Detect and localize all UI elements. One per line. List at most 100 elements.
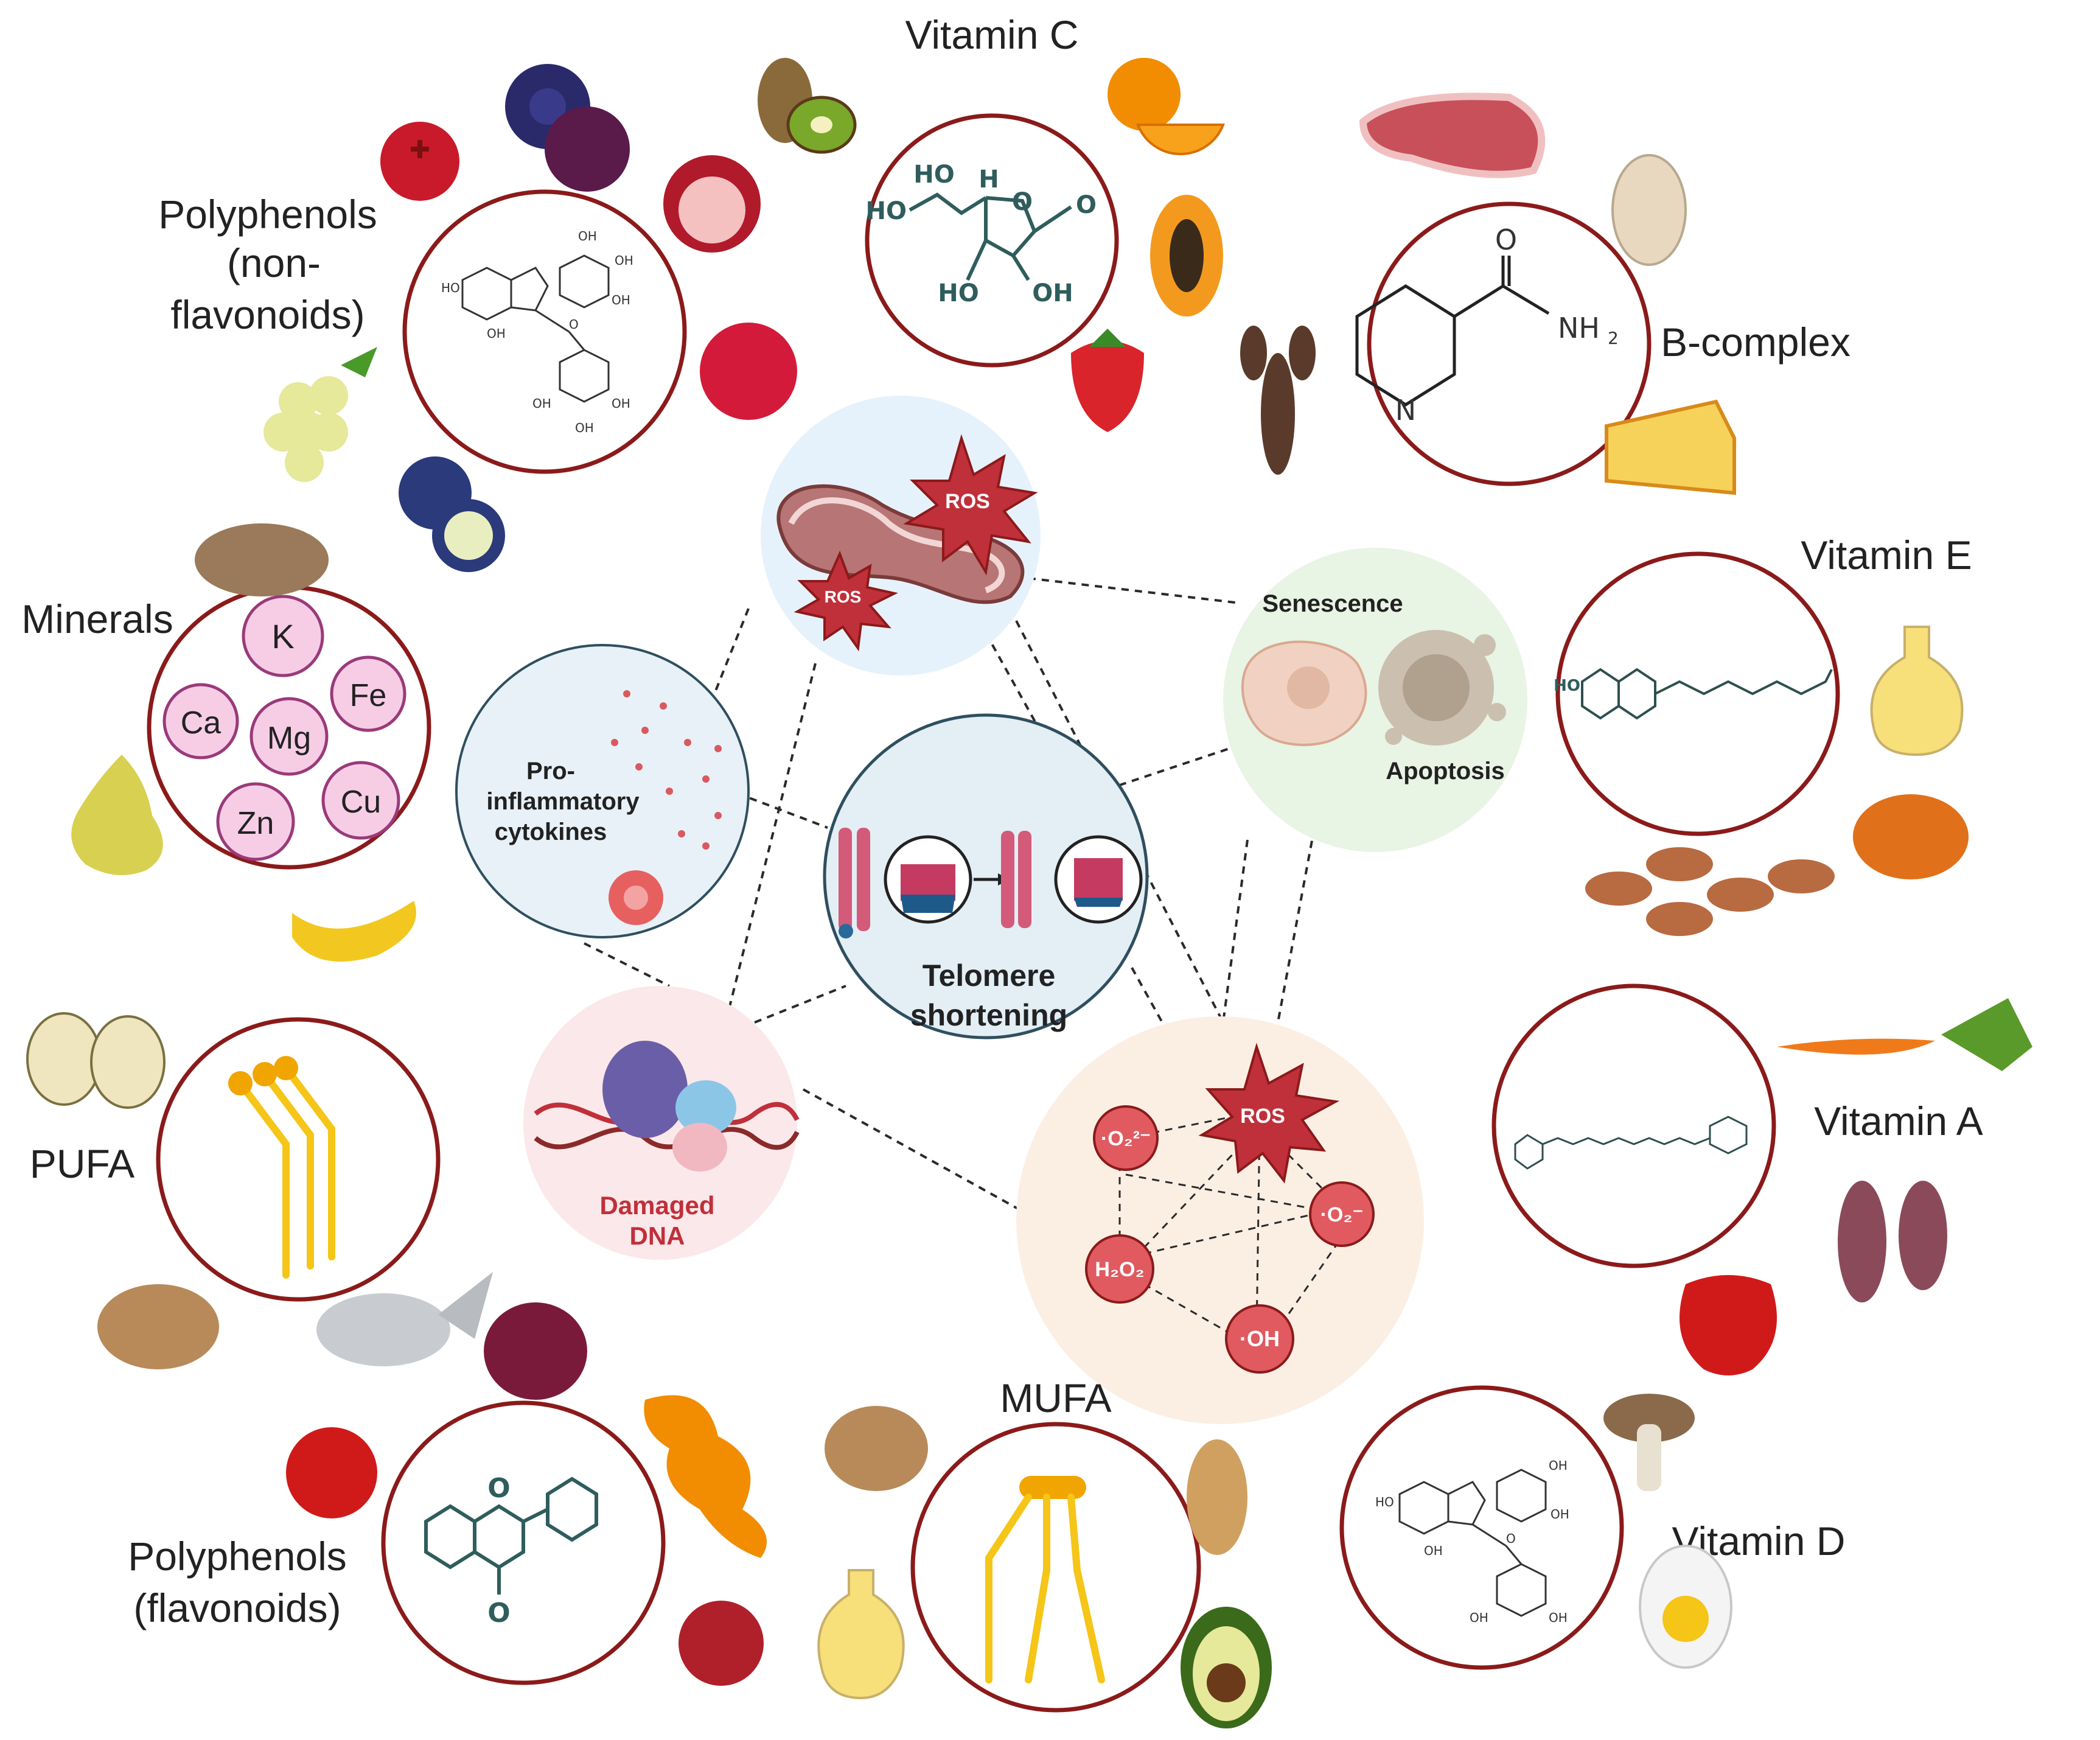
chem-label: HO <box>1554 677 1580 695</box>
peanut-icon <box>1187 1439 1247 1555</box>
hydroxyl-label: ·OH <box>1240 1326 1280 1351</box>
vitamin-e-title: Vitamin E <box>1801 533 1972 578</box>
onion-icon <box>484 1302 587 1400</box>
fish-icon <box>316 1272 493 1366</box>
pufa-node <box>156 1017 441 1302</box>
cranberry-icon <box>380 122 459 201</box>
bell-pepper-icon <box>1680 1275 1777 1375</box>
chem-label: HO <box>866 197 907 225</box>
telomere-node: Telomere shortening <box>823 713 1149 1039</box>
chem-label: O <box>487 1473 510 1504</box>
orange-icon <box>1108 58 1225 156</box>
food-illustrations <box>26 58 2032 1728</box>
mufa-title: MUFA <box>1000 1375 1111 1420</box>
blueberry-icon <box>505 64 630 192</box>
pomegranate-icon <box>663 155 761 253</box>
ros-star-icon <box>903 434 1038 576</box>
b-complex-ring <box>1367 201 1652 486</box>
chem-label: N <box>1395 394 1416 427</box>
immune-cell-icon <box>609 870 663 925</box>
lipid-tail-icon <box>237 1064 335 1279</box>
chem-label: 2 <box>1608 328 1619 348</box>
bean-icon <box>1611 154 1687 266</box>
vitamin-d-node: O HO OH OH OH OH OH <box>1339 1385 1624 1670</box>
cheese-icon <box>1605 399 1736 495</box>
chem-label: OH <box>532 396 551 411</box>
mineral-mg: Mg <box>267 721 311 756</box>
soybean-icon <box>26 1012 166 1109</box>
chem-label: OH <box>612 293 630 307</box>
damaged-dna-node: Damaged DNA <box>523 986 800 1260</box>
chromosome-icon <box>1001 831 1031 928</box>
chem-label: O <box>1012 188 1033 216</box>
nicotinamide-structure <box>1355 256 1550 407</box>
chem-label: O <box>1506 1531 1516 1546</box>
superoxide-label: ·O₂⁻ <box>1320 1203 1364 1226</box>
vitamin-a-ring <box>1491 984 1776 1268</box>
apoptotic-cell-icon <box>1378 630 1506 746</box>
telomere-label-line1: Telomere <box>923 959 1056 993</box>
polyphenols-nonflav-ring <box>402 189 687 474</box>
mushroom-icon <box>1603 1394 1695 1491</box>
telomere-label-line2: shortening <box>910 998 1067 1032</box>
oil-bottle-icon <box>817 1569 905 1700</box>
cytokines-label-line3: cytokines <box>495 819 607 845</box>
chem-label: OH <box>487 326 506 341</box>
chem-label: O <box>1495 223 1517 256</box>
lipid-tail-icon <box>985 1494 1105 1683</box>
carrot-icon <box>1777 998 2032 1071</box>
pufa-ring <box>156 1017 441 1302</box>
apoptosis-label: Apoptosis <box>1386 758 1505 784</box>
mineral-ca: Ca <box>181 705 222 741</box>
retinol-structure <box>1514 1116 1748 1170</box>
chem-label: OH <box>1551 1507 1569 1522</box>
ros-star-icon <box>1198 1043 1340 1184</box>
chem-label: OH <box>1032 279 1073 307</box>
oil-bottle-icon <box>1870 626 1964 756</box>
senescence-apoptosis-node: Senescence Apoptosis <box>1223 548 1527 852</box>
polyphenols-flav-title-line1: Polyphenols <box>128 1534 347 1579</box>
chem-label: OH <box>615 253 633 268</box>
chem-label: HO <box>441 281 460 295</box>
potato-icon <box>195 523 329 596</box>
crayfish-icon <box>1240 326 1316 475</box>
chromosome-icon <box>839 828 870 938</box>
senescent-cell-icon <box>1241 640 1367 746</box>
apple-icon <box>286 1427 377 1518</box>
mufa-ring <box>910 1422 1201 1713</box>
repair-protein-icon <box>602 1041 736 1172</box>
vitamin-e-node: HO <box>1554 551 1840 836</box>
hydrogen-peroxide-label: H₂O₂ <box>1095 1258 1144 1281</box>
walnut-icon <box>97 1284 928 1491</box>
chem-label: OH <box>1424 1543 1443 1558</box>
chem-label: OH <box>612 396 630 411</box>
damaged-dna-label-line1: Damaged <box>599 1191 714 1220</box>
kiwi-icon <box>758 58 857 154</box>
chem-label: OH <box>1470 1610 1488 1625</box>
polyphenols-nonflav-node: O HO OH OH OH OH OH OH OH <box>402 189 687 474</box>
pear-icon <box>71 755 163 875</box>
vitamin-e-ring <box>1555 551 1840 836</box>
chem-label: OH <box>1549 1610 1568 1625</box>
b-complex-title: B-complex <box>1661 320 1851 365</box>
chem-label: HO <box>938 279 978 307</box>
ros-species-node: ROS ·O₂²⁻ ·O₂⁻ H₂O₂ ·OH <box>1016 1016 1424 1424</box>
chem-label: OH <box>1549 1458 1568 1473</box>
almonds-icon <box>1585 847 1835 936</box>
mineral-k: K <box>271 617 294 655</box>
polyphenols-flav-title-line2: (flavonoids) <box>133 1585 341 1630</box>
flavone-structure <box>424 1476 598 1595</box>
blueberry-icon <box>399 456 505 572</box>
superoxide2-label: ·O₂²⁻ <box>1101 1127 1151 1150</box>
pumpkin-icon <box>1853 794 1969 879</box>
vitamin-a-node <box>1491 984 1776 1268</box>
vitamin-c-node: HO H HO O O HO OH <box>865 113 1119 368</box>
chem-label: NH <box>1558 312 1600 344</box>
vitamin-c-title: Vitamin C <box>905 12 1079 57</box>
connector-lines <box>584 577 1316 1212</box>
cytokines-label-line2: inflammatory <box>486 788 640 815</box>
ros-label: ROS <box>1240 1105 1285 1128</box>
polyphenols-nonflav-title-line1: Polyphenols <box>158 192 377 237</box>
mufa-node <box>910 1422 1201 1713</box>
